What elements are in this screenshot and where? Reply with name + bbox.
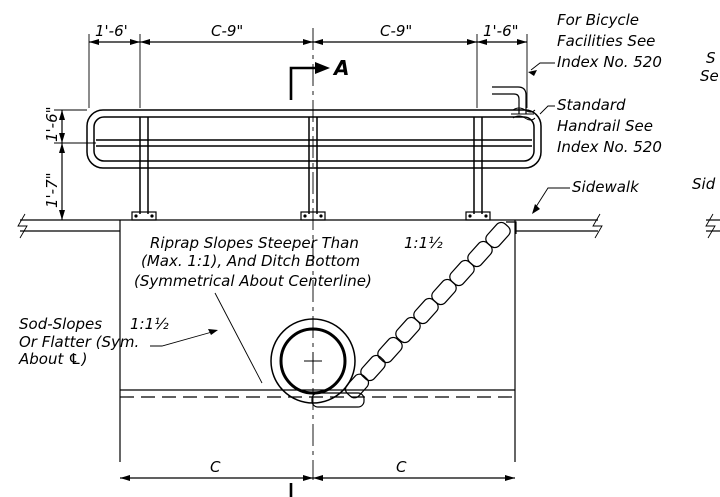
svg-text:Index No. 520: Index No. 520 (557, 53, 662, 71)
handrail-note: Standard Handrail See Index No. 520 (539, 96, 662, 156)
bicycle-note: For Bicycle Facilities See Index No. 520 (528, 11, 662, 76)
vertical-dimension-line (54, 109, 96, 220)
dim-right-half: C-9" (380, 22, 412, 40)
dim-right-offset: 1'-6" (483, 22, 519, 40)
top-dimension-line (88, 34, 528, 108)
bottom-dimension-line (120, 475, 515, 481)
riprap-slope (311, 221, 517, 408)
dim-rail-lower: 1'-7" (43, 172, 61, 208)
dim-bottom-left: C (210, 458, 221, 476)
svg-text:Or Flatter (Sym.: Or Flatter (Sym. (19, 333, 139, 351)
sidewalk-far-right-fragment (705, 213, 720, 239)
svg-text:For Bicycle: For Bicycle (557, 11, 639, 29)
sidewalk-note: Sidewalk (532, 178, 640, 214)
section-cut-marker (289, 62, 330, 100)
section-label: A (332, 56, 349, 80)
svg-text:Standard: Standard (557, 96, 626, 114)
svg-text:About ℄): About ℄) (18, 350, 87, 368)
svg-text:Se: Se (700, 67, 719, 85)
svg-text:Handrail See: Handrail See (557, 117, 653, 135)
handrail (86, 109, 542, 221)
bicycle-rail-extension (492, 86, 536, 121)
svg-text:Sidewalk: Sidewalk (572, 178, 640, 196)
svg-text:Index No. 520: Index No. 520 (557, 138, 662, 156)
svg-text:Facilities See: Facilities See (557, 32, 655, 50)
sidewalk-left (17, 213, 120, 239)
sod-note: Sod-Slopes 1:1½ Or Flatter (Sym. About ℄… (18, 315, 218, 368)
riprap-note: Riprap Slopes Steeper Than 1:1½ (Max. 1:… (134, 234, 443, 384)
sidewalk-right (515, 213, 603, 239)
dim-left-half: C-9" (211, 22, 243, 40)
svg-text:Sid: Sid (692, 175, 716, 193)
svg-text:Riprap Slopes Steeper Than: Riprap Slopes Steeper Than (150, 234, 359, 252)
svg-text:1:1½: 1:1½ (404, 234, 443, 252)
svg-text:S: S (706, 49, 716, 67)
svg-text:Sod-Slopes: Sod-Slopes (19, 315, 102, 333)
dim-left-offset: 1'-6' (95, 22, 128, 40)
cutoff-text-fragments: S Se Sid (692, 49, 719, 193)
svg-text:1:1½: 1:1½ (130, 315, 169, 333)
dim-bottom-right: C (396, 458, 407, 476)
pipe (270, 318, 356, 404)
dim-rail-upper: 1'-6" (43, 106, 61, 142)
svg-text:(Symmetrical About Centerline): (Symmetrical About Centerline) (134, 272, 372, 290)
svg-text:(Max. 1:1), And Ditch Bottom: (Max. 1:1), And Ditch Bottom (141, 252, 360, 270)
